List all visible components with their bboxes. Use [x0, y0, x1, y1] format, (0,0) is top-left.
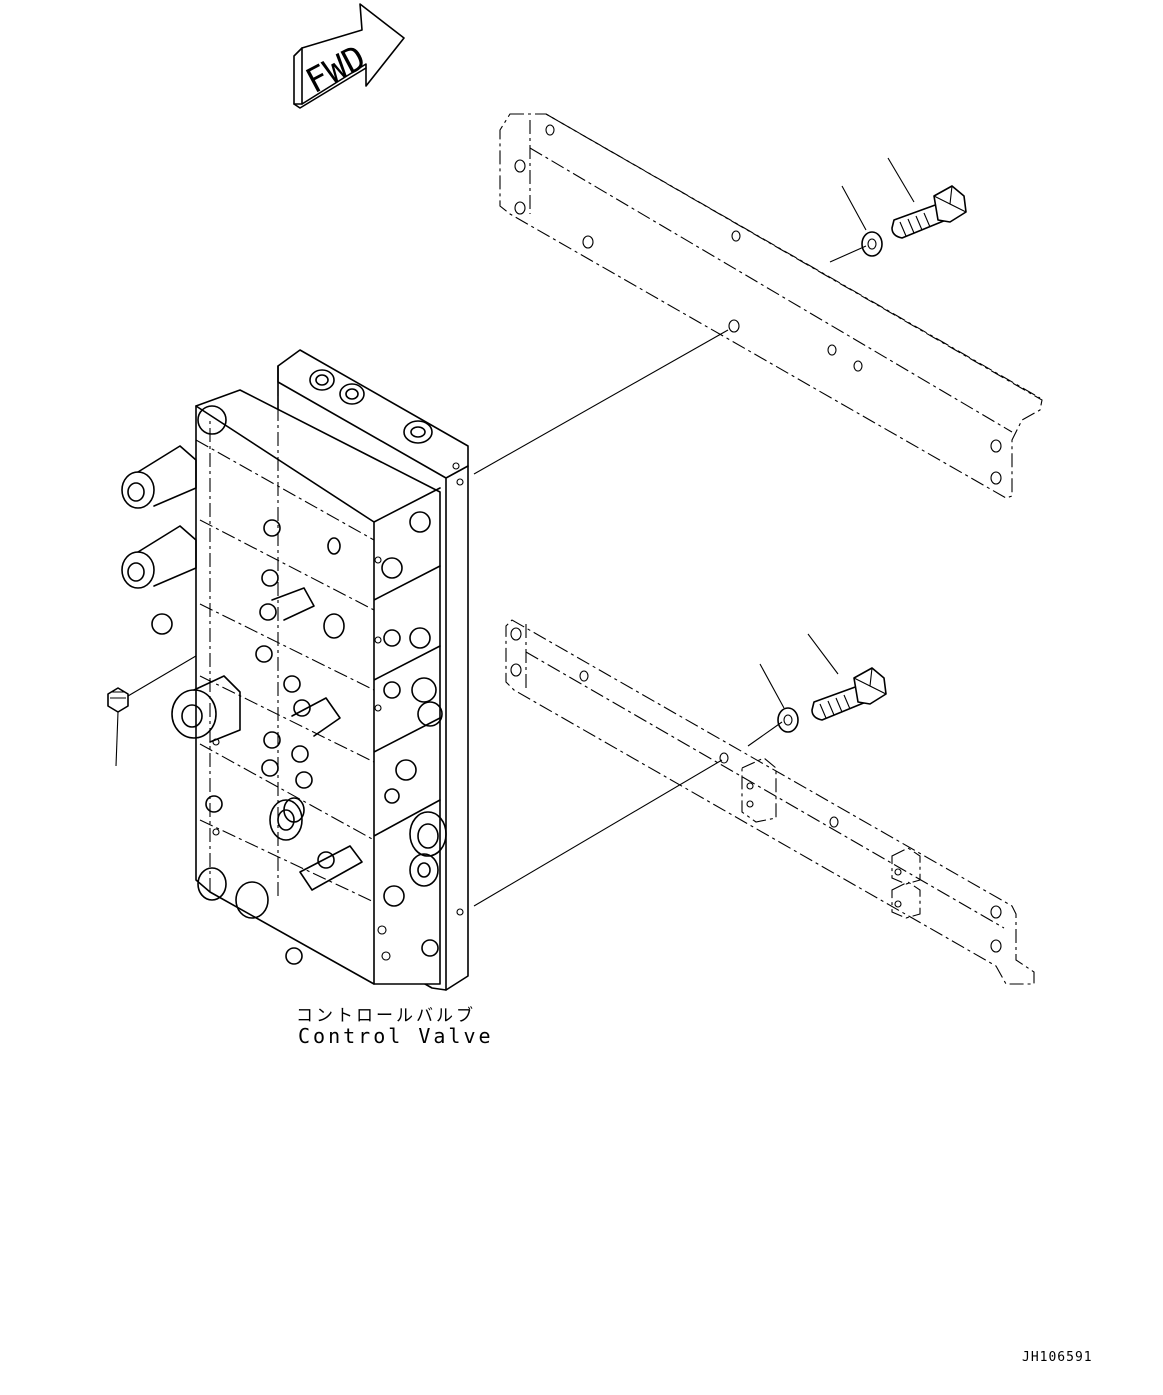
leader-lines	[115, 157, 915, 767]
upper-bolt-icon	[891, 185, 967, 239]
fwd-arrow-icon: FWD	[293, 3, 405, 109]
component-label-japanese: コントロールバルブ	[296, 1006, 476, 1026]
lower-bolt-icon	[811, 667, 887, 721]
control-valve-icon	[121, 349, 469, 991]
upper-washer-icon	[861, 231, 883, 257]
drawing-number: JH106591	[1022, 1350, 1093, 1365]
upper-bracket	[499, 113, 1043, 499]
lower-bracket	[505, 619, 1035, 985]
lower-washer-icon	[777, 707, 799, 733]
component-label-english: Control Valve	[298, 1024, 494, 1048]
